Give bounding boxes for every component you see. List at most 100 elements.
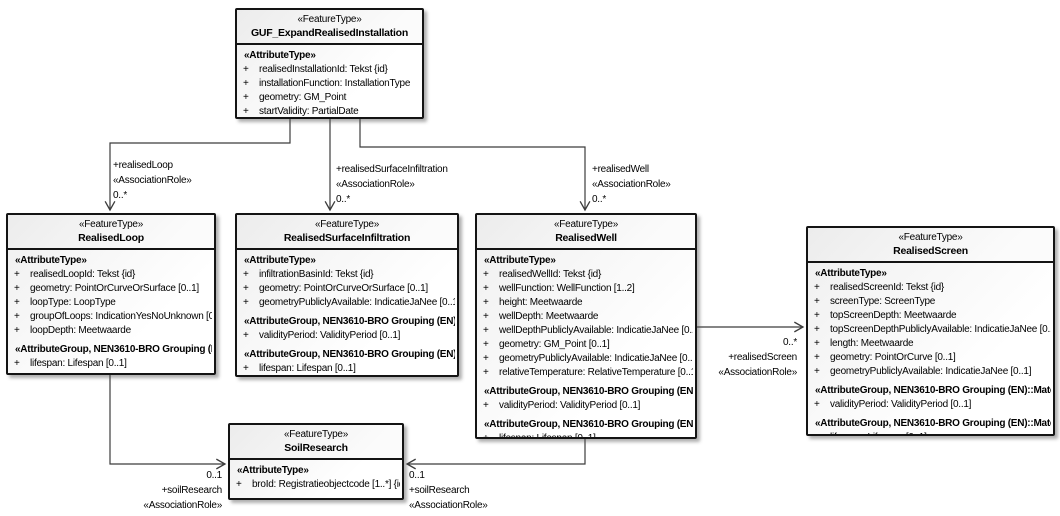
visibility-marker: +	[811, 431, 830, 434]
visibility-marker: +	[814, 338, 820, 349]
attribute-text: wellDepth: Meetwaarde	[499, 311, 599, 322]
class-box-realisedscreen[interactable]: «FeatureType»RealisedScreen «AttributeTyp…	[806, 226, 1055, 436]
role-name: +soilResearch	[161, 485, 223, 496]
attribute-text: startValidity: PartialDate	[259, 106, 359, 117]
attribute-row: +validityPeriod: ValidityPeriod [0..1]	[811, 398, 1051, 412]
class-attributes-compartment: «AttributeType»+realisedInstallationId: …	[237, 45, 422, 117]
section-stereotype-header: «AttributeType»	[15, 255, 87, 266]
association-soil-research-right[interactable]	[405, 439, 586, 470]
association-realised-well[interactable]	[359, 118, 591, 212]
visibility-marker: +	[243, 283, 249, 294]
class-attributes-compartment: «AttributeType»+broId: Registratieobject…	[230, 460, 402, 494]
visibility-marker: +	[236, 479, 242, 490]
visibility-marker: +	[243, 106, 249, 117]
class-box-realisedloop[interactable]: «FeatureType» RealisedLoop «AttributeType»…	[6, 213, 216, 375]
attribute-section: «AttributeType»+realisedWellId: Tekst {i…	[480, 254, 693, 380]
label-realised-loop-role: +realisedLoop «AssociationRole» 0..*	[113, 158, 192, 203]
section-stereotype-header: «AttributeGroup, NEN3610-BRO Grouping (E…	[815, 385, 1051, 396]
role-multiplicity: 0..1	[206, 470, 222, 481]
label-realised-screen-role: 0..* +realisedScreen «AssociationRole»	[640, 335, 797, 380]
label-soil-research-left-role: 0..1 +soilResearch «AssociationRole»	[100, 468, 222, 513]
visibility-marker: +	[814, 366, 820, 377]
attribute-text: lifespan: Lifespan [0..1]	[259, 363, 356, 374]
attribute-text: geometryPubliclyAvailable: IndicatieJaNe…	[259, 297, 455, 308]
visibility-marker: +	[483, 367, 489, 378]
visibility-marker: +	[483, 353, 489, 364]
attribute-text: validityPeriod: ValidityPeriod [0..1]	[830, 399, 972, 410]
section-stereotype-header: «AttributeGroup, NEN3610-BRO Grouping (E…	[15, 344, 212, 355]
attribute-row: +lifespan: Lifespan [0..1]	[240, 362, 455, 375]
attribute-row: +geometryPubliclyAvailable: IndicatieJaN…	[240, 296, 455, 310]
attribute-row: +geometryPubliclyAvailable: IndicatieJaN…	[480, 352, 693, 366]
visibility-marker: +	[483, 325, 489, 336]
attribute-text: screenType: ScreenType	[830, 296, 936, 307]
class-header: «FeatureType»GUF_ExpandRealisedInstallat…	[237, 10, 422, 45]
attribute-text: realisedWellId: Tekst {id}	[499, 269, 602, 280]
visibility-marker: +	[814, 310, 820, 321]
role-multiplicity: 0..*	[782, 337, 797, 348]
attribute-row: +geometry: PointOrCurve [0..1]	[811, 351, 1051, 365]
attribute-row: +geometry: GM_Point [0..1]	[480, 338, 693, 352]
attribute-row: +realisedLoopId: Tekst {id}	[11, 268, 212, 282]
visibility-marker: +	[814, 352, 820, 363]
section-stereotype-header: «AttributeGroup, NEN3610-BRO Grouping (E…	[244, 316, 455, 327]
class-stereotype: «FeatureType»	[78, 219, 143, 230]
class-box-realisedwell[interactable]: «FeatureType»RealisedWell«AttributeType»…	[475, 213, 697, 439]
class-attributes-compartment: «AttributeType»+infiltrationBasinId: Tek…	[237, 250, 457, 375]
attribute-row: + geometry: PointOrCurveOrSurface [0..1]	[240, 282, 455, 296]
section-stereotype-header: «AttributeGroup, NEN3610-BRO Grouping (E…	[484, 419, 693, 430]
attribute-text: wellFunction: WellFunction [1..2]	[499, 283, 635, 294]
section-stereotype-header: «AttributeType»	[815, 268, 887, 279]
attribute-row: +installationFunction: InstallationType	[240, 77, 420, 91]
class-box-realisedsurfaceinfiltration[interactable]: «FeatureType»RealisedSurfaceInfiltration…	[235, 213, 459, 377]
association-soil-research-left[interactable]	[109, 375, 227, 470]
attribute-row: +wellFunction: WellFunction [1..2]	[480, 282, 693, 296]
attribute-row: +infiltrationBasinId: Tekst {id}	[240, 268, 455, 282]
section-stereotype-header: «AttributeType»	[237, 465, 309, 476]
section-stereotype-header: «AttributeGroup, NEN3610-BRO Grouping (E…	[484, 386, 693, 397]
visibility-marker: +	[243, 64, 249, 75]
attribute-row: +lifespan: Lifespan [0..1]	[480, 432, 693, 439]
attribute-row: +height: Meetwaarde	[480, 296, 693, 310]
class-stereotype: «FeatureType»	[314, 219, 379, 230]
association-realised-loop[interactable]	[104, 118, 291, 212]
role-stereotype: «AssociationRole»	[718, 367, 797, 378]
attribute-text: geometryPubliclyAvailable: IndicatieJaNe…	[830, 366, 1032, 377]
role-name: +realisedLoop	[113, 160, 173, 171]
class-name: GUF_ExpandRealisedInstallation	[250, 27, 409, 39]
attribute-row: +loopType: LoopType	[11, 296, 212, 310]
attribute-text: lifespan: Lifespan [0..1]	[830, 431, 1051, 434]
attribute-row: +validityPeriod: ValidityPeriod [0..1]	[240, 329, 455, 343]
attribute-row: + wellDepthPubliclyAvailable: IndicatieJa…	[480, 324, 693, 338]
attribute-text: realisedScreenId: Tekst {id}	[830, 282, 945, 293]
visibility-marker: +	[243, 330, 249, 341]
attribute-text: geometry: PointOrCurveOrSurface [0..1]	[259, 283, 428, 294]
section-stereotype-header: «AttributeGroup, NEN3610-BRO Grouping (E…	[815, 418, 1051, 429]
class-name: RealisedLoop	[78, 232, 144, 244]
attribute-text: lifespan: Lifespan [0..1]	[30, 358, 127, 369]
visibility-marker: +	[483, 400, 489, 411]
attribute-text: geometry: GM_Point [0..1]	[499, 339, 610, 350]
visibility-marker: +	[14, 325, 20, 336]
attribute-row: +realisedScreenId: Tekst {id}	[811, 281, 1051, 295]
attribute-section: «AttributeType»+realisedInstallationId: …	[240, 49, 420, 117]
label-realised-surface-infiltration-role: +realisedSurfaceInfiltration «Associatio…	[336, 162, 448, 207]
attribute-row: +realisedWellId: Tekst {id}	[480, 268, 693, 282]
attribute-text: lifespan: Lifespan [0..1]	[499, 433, 596, 439]
attribute-section: «AttributeGroup, NEN3610-BRO Grouping (E…	[811, 384, 1051, 412]
role-stereotype: «AssociationRole»	[113, 175, 192, 186]
role-stereotype: «AssociationRole»	[143, 500, 222, 511]
label-realised-well-role: +realisedWell «AssociationRole» 0..*	[592, 162, 671, 207]
role-stereotype: «AssociationRole»	[409, 500, 488, 511]
class-box-soilresearch[interactable]: «FeatureType»SoilResearch«AttributeType»…	[228, 423, 404, 500]
attribute-row: +lifespan: Lifespan [0..1]	[811, 431, 1051, 434]
attribute-text: height: Meetwaarde	[499, 297, 583, 308]
class-stereotype: «FeatureType»	[283, 429, 348, 440]
class-header: «FeatureType»RealisedScreen	[808, 228, 1053, 263]
attribute-section: «AttributeGroup, NEN3610-BRO Grouping (E…	[11, 343, 212, 371]
attribute-text: wellDepthPubliclyAvailable: IndicatieJaN…	[499, 325, 693, 336]
class-box-guf-expandrealisedinstallation[interactable]: «FeatureType»GUF_ExpandRealisedInstallat…	[235, 8, 424, 119]
label-soil-research-right-role: 0..1 +soilResearch «AssociationRole»	[409, 468, 488, 513]
